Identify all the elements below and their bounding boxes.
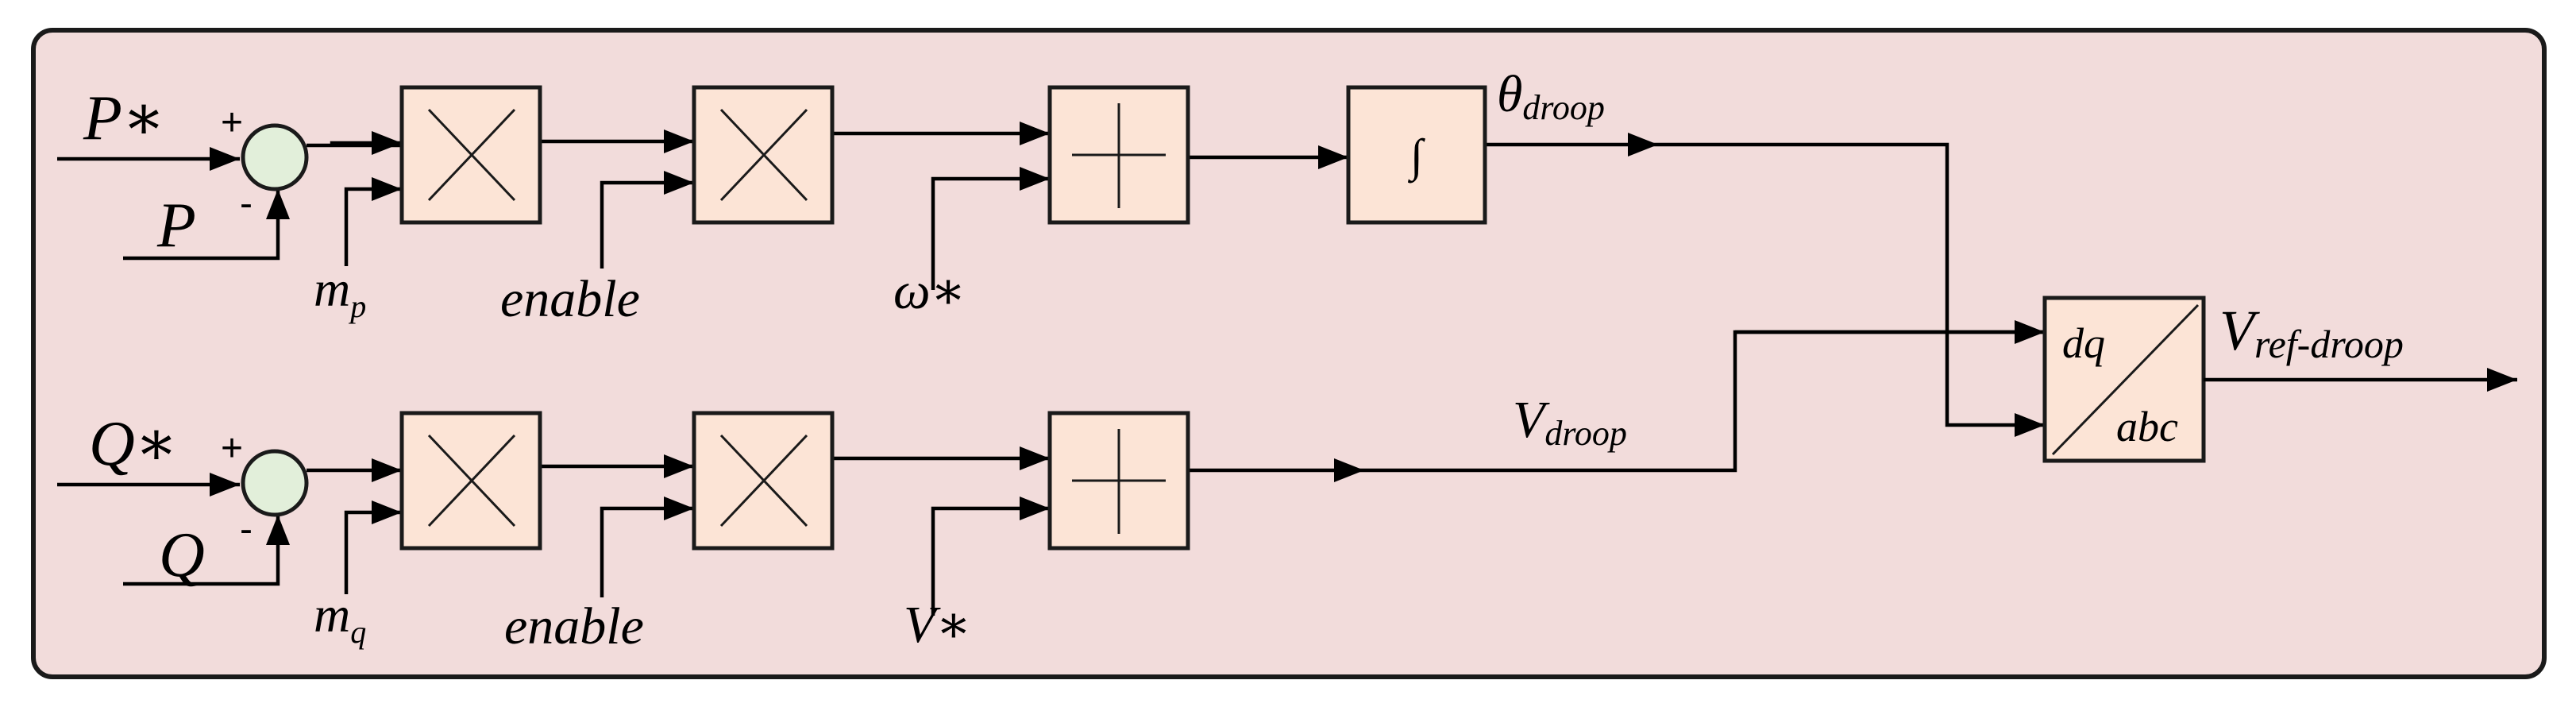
- theta-droop-label: θdroop: [1497, 65, 1605, 127]
- dq-label: dq: [2062, 319, 2105, 367]
- omega-ref-label: ω∗: [893, 262, 966, 320]
- q-label: Q: [159, 520, 205, 590]
- v-ref-droop-label: Vref-droop: [2219, 299, 2404, 366]
- p-ref-plus-sign: +: [221, 102, 243, 144]
- q-ref-label: Q∗: [89, 409, 178, 479]
- dq-abc-transform: dq abc Vref-droop: [2042, 296, 2517, 463]
- p-ref-label: P∗: [83, 83, 165, 153]
- mp-gain-label: mp: [314, 261, 366, 324]
- p-path: + - P∗ P mp enable ω∗ θdroop ∫: [57, 65, 2045, 437]
- integrator-symbol: ∫: [1407, 129, 1425, 184]
- enable-label-bottom: enable: [504, 597, 644, 655]
- enable-label-top: enable: [500, 270, 640, 328]
- abc-label: abc: [2116, 403, 2178, 450]
- v-ref-label: V∗: [904, 596, 971, 654]
- q-summing-junction: [241, 449, 309, 517]
- integrator-block: [1346, 85, 1487, 225]
- v-droop-label: Vdroop: [1513, 391, 1627, 453]
- diagram-panel: [31, 28, 2547, 679]
- p-summing-junction: [241, 123, 309, 191]
- mq-gain-label: mq: [314, 586, 366, 650]
- p-label: P: [156, 191, 196, 261]
- q-ref-plus-sign: +: [221, 427, 243, 469]
- p-minus-sign: -: [240, 183, 253, 225]
- q-minus-sign: -: [240, 508, 253, 551]
- q-path: + - Q∗ Q mq enable V∗ Vdroop: [57, 320, 2045, 655]
